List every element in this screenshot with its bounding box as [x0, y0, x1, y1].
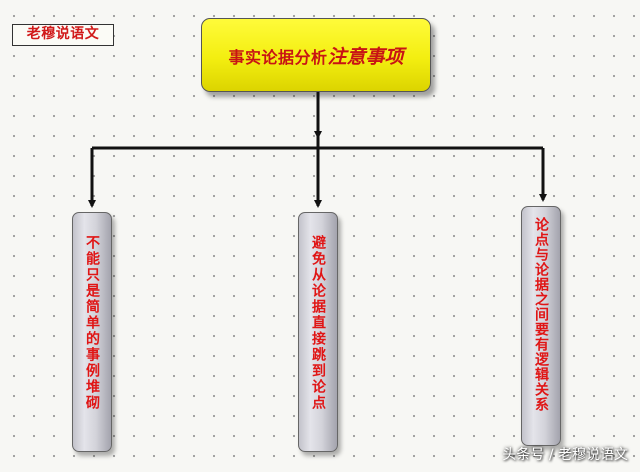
point-text-2: 避免从论据直接跳到论点: [310, 235, 326, 411]
point-box-1: 不能只是简单的事例堆砌: [72, 212, 112, 452]
point-box-2: 避免从论据直接跳到论点: [298, 212, 338, 452]
title-part-1: 事实论据分析: [228, 47, 328, 67]
title-box: 事实论据分析注意事项: [201, 18, 431, 92]
point-text-3: 论点与论据之间要有逻辑关系: [533, 217, 549, 412]
watermark: 头条号 / 老穆说语文: [502, 447, 628, 463]
brand-label: 老穆说语文: [12, 24, 114, 46]
point-box-3: 论点与论据之间要有逻辑关系: [521, 206, 561, 446]
point-text-1: 不能只是简单的事例堆砌: [84, 235, 100, 411]
title-part-2: 注意事项: [327, 45, 404, 68]
title-text: 事实论据分析注意事项: [228, 42, 403, 69]
